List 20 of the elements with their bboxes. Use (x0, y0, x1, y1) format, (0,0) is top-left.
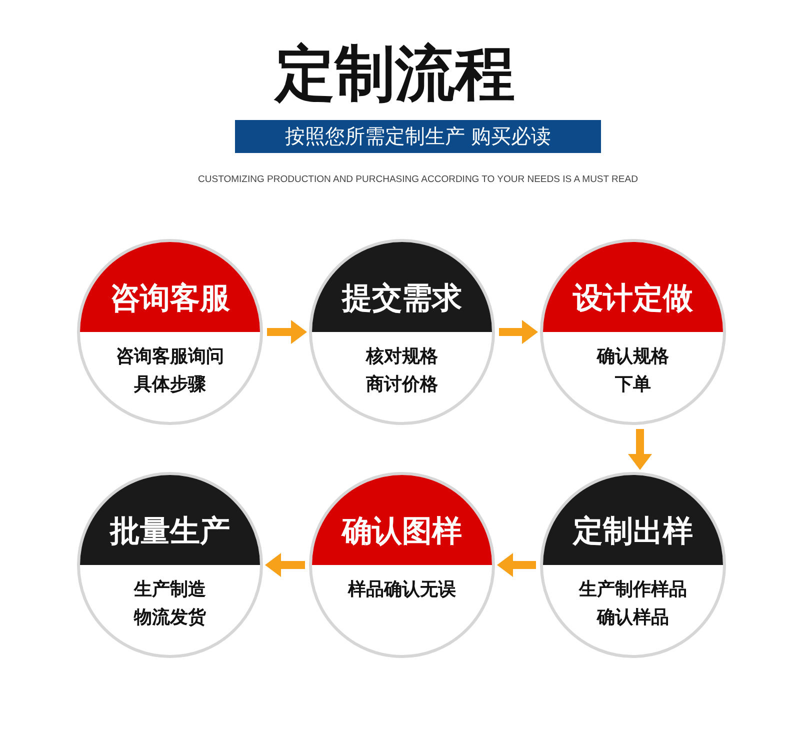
step-description: 样品确认无误 (346, 578, 457, 602)
subtitle: CUSTOMIZING PRODUCTION AND PURCHASING ACCORDING TO YOUR NEEDS IS A MUST READ (197, 174, 639, 185)
arrow (628, 429, 652, 470)
arrow (267, 320, 307, 344)
step-description: 核对规格商讨价格 (364, 345, 439, 397)
step-title-band: 设计定做 (543, 242, 723, 332)
arrow (265, 553, 305, 577)
step-title-band: 批量生产 (80, 475, 260, 565)
step-description: 生产制作样品确认样品 (578, 578, 688, 630)
step-title-band: 咨询客服 (80, 242, 260, 332)
title: 定制流程 (272, 38, 516, 110)
step-description: 咨询客服询问具体步骤 (115, 345, 225, 397)
arrow (497, 553, 536, 577)
arrow (499, 320, 538, 344)
step-description: 生产制造物流发货 (132, 578, 207, 630)
step-description: 确认规格下单 (596, 345, 670, 397)
step-title-band: 确认图样 (312, 475, 492, 565)
subtitle-banner: 按照您所需定制生产 购买必读 (235, 120, 601, 153)
step-title-band: 定制出样 (543, 475, 723, 565)
step-title-band: 提交需求 (312, 242, 492, 332)
